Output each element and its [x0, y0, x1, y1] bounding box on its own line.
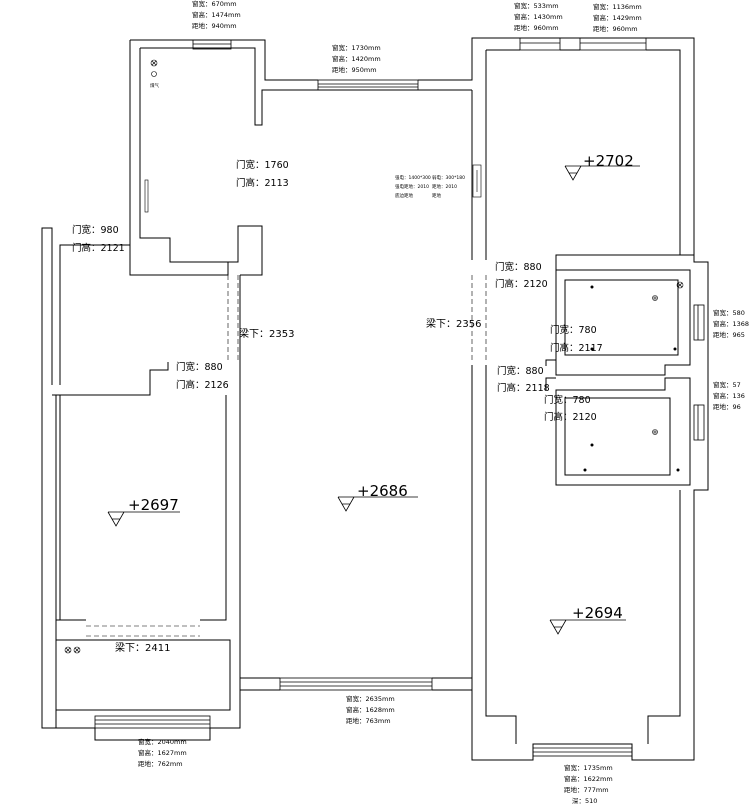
door-height: 门高：2120: [495, 278, 548, 290]
window-text: 窗高：1628mm: [346, 705, 395, 714]
window-label-bottom-center: 窗宽：2635mm 窗高：1628mm 距地：763mm: [346, 694, 395, 725]
door-label-left-room: 门宽：880 门高：2126: [176, 361, 229, 391]
window-text: 窗高：136: [713, 391, 745, 400]
elevation-left-room: +2697: [128, 496, 179, 514]
door-width: 门宽：1760: [236, 159, 289, 171]
window-text: 窗宽：2635mm: [346, 694, 395, 703]
window-text: 窗宽：2040mm: [138, 737, 187, 746]
window-text: 距地：763mm: [346, 716, 391, 725]
window-label-right-lower: 窗宽：57 窗高：136 距地：96: [713, 380, 745, 411]
door-width: 门宽：780: [550, 324, 597, 336]
window-text: 窗高：1430mm: [514, 12, 563, 21]
door-label-left-top: 门宽：980 门高：2121: [72, 224, 125, 254]
window-text: 距地：762mm: [138, 759, 183, 768]
beam-label-right: 梁下：2356: [426, 317, 481, 330]
window-label-top-center: 窗宽：1730mm 窗高：1420mm 距地：950mm: [332, 43, 381, 74]
window-text: 窗宽：57: [713, 380, 741, 389]
window-text: 窗宽：1735mm: [564, 763, 613, 772]
door-width: 门宽：780: [544, 394, 591, 406]
window-label-right-upper: 窗宽：580 窗高：1368 距地：965: [713, 308, 749, 339]
floor-dots: [583, 285, 680, 472]
door-height: 门高：2118: [497, 382, 550, 394]
elevation-markers: [107, 165, 640, 635]
window-text: 窗高：1429mm: [593, 13, 642, 22]
window-text: 窗高：1474mm: [192, 10, 241, 19]
meter-note: 强电距地：2010: [395, 183, 429, 190]
window-text: 窗宽：533mm: [514, 1, 559, 10]
meter-note: 弱电：300*180: [432, 174, 465, 181]
window-label-top-right-b: 窗宽：1136mm 窗高：1429mm 距地：960mm: [593, 2, 642, 33]
window-text: 距地：960mm: [593, 24, 638, 33]
window-label-bottom-right: 窗宽：1735mm 窗高：1622mm 距地：777mm 深：510: [564, 763, 613, 805]
window-text: 距地：777mm: [564, 785, 609, 794]
window-text: 距地：940mm: [192, 21, 237, 30]
window-openings: [94, 37, 705, 757]
window-text: 窗宽：1730mm: [332, 43, 381, 52]
door-label-right-mid: 门宽：880 门高：2118: [497, 365, 550, 394]
door-label-right-bed: 门宽：880 门高：2120: [495, 261, 548, 290]
window-text: 窗高：1420mm: [332, 54, 381, 63]
window-text: 深：510: [572, 796, 597, 805]
door-width: 门宽：880: [176, 361, 223, 373]
beam-label-bottom: 梁下：2411: [115, 641, 170, 654]
door-label-bath-lower: 门宽：780 门高：2120: [544, 394, 597, 423]
window-text: 窗高：1622mm: [564, 774, 613, 783]
window-label-bottom-left: 窗宽：2040mm 窗高：1627mm 距地：762mm: [138, 737, 187, 768]
door-label-bath-upper: 门宽：780 门高：2117: [550, 324, 603, 354]
window-text: 窗宽：580: [713, 308, 745, 317]
elevation-top-right: +2702: [583, 152, 634, 170]
meter-note: 距地：2010: [432, 183, 457, 190]
elevation-bottom-right: +2694: [572, 604, 623, 622]
elevation-center: +2686: [357, 482, 408, 500]
fixtures: [64, 59, 684, 654]
beam-lines: [86, 275, 487, 637]
door-height: 门高：2126: [176, 379, 229, 391]
walls: [41, 37, 709, 761]
door-height: 门高：2117: [550, 342, 603, 354]
meter-note: 底边距地: [395, 192, 413, 199]
window-text: 距地：965: [713, 330, 745, 339]
gas-label: 煤气: [150, 82, 159, 89]
window-text: 窗高：1368: [713, 319, 749, 328]
door-width: 门宽：980: [72, 224, 119, 236]
door-height: 门高：2113: [236, 177, 289, 189]
beam-label-left: 梁下：2353: [239, 327, 294, 340]
door-height: 门高：2121: [72, 242, 125, 254]
meter-note: 距地: [432, 192, 441, 199]
door-width: 门宽：880: [497, 365, 544, 377]
window-text: 窗高：1627mm: [138, 748, 187, 757]
window-text: 窗宽：670mm: [192, 0, 237, 8]
door-width: 门宽：880: [495, 261, 542, 273]
door-label-kitchen: 门宽：1760 门高：2113: [236, 159, 289, 189]
window-label-top-left: 窗宽：670mm 窗高：1474mm 距地：940mm: [192, 0, 241, 30]
door-height: 门高：2120: [544, 411, 597, 423]
window-label-top-right-a: 窗宽：533mm 窗高：1430mm 距地：960mm: [514, 1, 563, 32]
window-text: 距地：96: [713, 402, 741, 411]
window-text: 窗宽：1136mm: [593, 2, 642, 11]
meter-notes: 强电：1400*300 弱电：300*180 强电距地：2010 距地：2010…: [395, 174, 465, 199]
window-text: 距地：960mm: [514, 23, 559, 32]
window-text: 距地：950mm: [332, 65, 377, 74]
meter-note: 强电：1400*300: [395, 174, 431, 181]
